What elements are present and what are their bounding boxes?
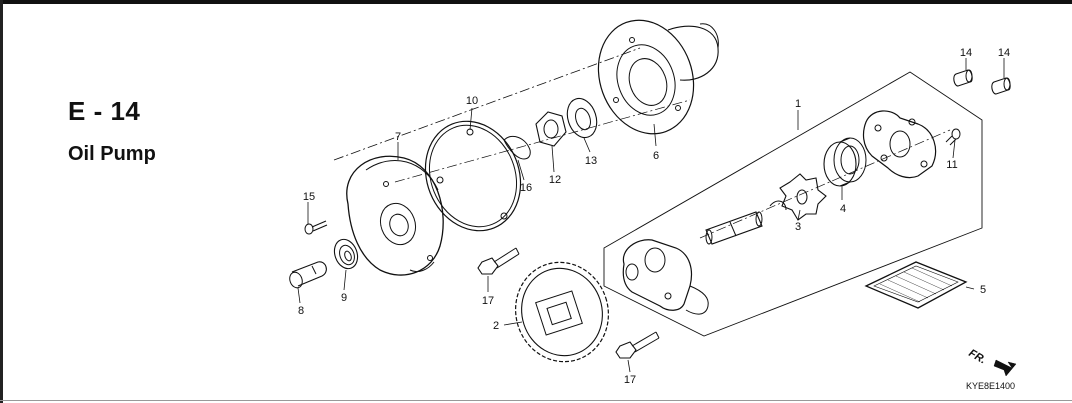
callout-9: 9 xyxy=(341,292,347,304)
top-border xyxy=(0,0,1072,4)
part-14-dowel-pin-b xyxy=(991,77,1011,95)
part-1-pump-body xyxy=(622,239,709,315)
callout-13: 13 xyxy=(585,155,597,167)
part-11-screw xyxy=(945,128,961,146)
fr-arrow-icon xyxy=(993,359,1017,377)
callout-7: 7 xyxy=(395,131,401,143)
part-12-lock-nut xyxy=(535,111,567,147)
front-direction-indicator: FR. xyxy=(967,347,1017,377)
callout-5: 5 xyxy=(980,284,986,296)
callout-14b: 14 xyxy=(998,47,1010,59)
fr-label: FR. xyxy=(967,347,988,366)
callout-14a: 14 xyxy=(960,47,972,59)
callout-16: 16 xyxy=(520,182,532,194)
part-17-bolt-lower xyxy=(615,331,660,359)
callout-leader-lines xyxy=(297,58,1005,373)
assembly-group-outline xyxy=(603,71,983,337)
callout-17a: 17 xyxy=(482,295,494,307)
callout-4: 4 xyxy=(840,203,846,215)
part-14-dowel-pin-a xyxy=(953,69,973,87)
pump-shaft xyxy=(705,211,763,245)
left-border xyxy=(0,0,3,403)
part-4-outer-rotor xyxy=(823,137,867,187)
callout-6: 6 xyxy=(653,150,659,162)
diagram-code: KYE8E1400 xyxy=(966,381,1015,391)
part-17-bolt-upper xyxy=(477,247,520,275)
center-axis-line xyxy=(333,47,641,161)
part-2-driven-gear xyxy=(515,261,609,363)
callout-17b: 17 xyxy=(624,374,636,386)
part-16-snap-ring xyxy=(503,135,531,160)
part-6-oil-filter-cover xyxy=(597,19,719,135)
callout-11: 11 xyxy=(946,159,957,171)
part-5-oil-strainer-screen xyxy=(864,261,968,309)
pump-rear-plate xyxy=(862,110,937,179)
callout-1: 1 xyxy=(795,98,801,110)
callout-numbers: 1 2 3 4 5 6 7 8 9 10 11 12 13 14 14 15 1… xyxy=(298,47,1010,386)
part-13-collar xyxy=(566,97,598,139)
callout-3: 3 xyxy=(795,221,801,233)
callout-8: 8 xyxy=(298,305,304,317)
part-8-oil-filter-element xyxy=(289,261,327,289)
part-15-screw xyxy=(304,220,328,235)
center-axis-line-2 xyxy=(394,99,691,183)
section-title: Oil Pump xyxy=(68,143,156,165)
part-9-spring xyxy=(333,238,359,270)
callout-12: 12 xyxy=(549,174,561,186)
callout-15: 15 xyxy=(303,191,315,203)
callout-10: 10 xyxy=(466,95,478,107)
part-7-rotor-cover xyxy=(346,155,444,276)
part-10-gasket xyxy=(424,120,522,232)
bottom-border xyxy=(0,400,1072,401)
rotor-axis-line xyxy=(699,129,951,239)
callout-2: 2 xyxy=(493,320,499,332)
part-3-inner-rotor xyxy=(779,173,827,221)
section-code: E - 14 xyxy=(68,96,141,126)
